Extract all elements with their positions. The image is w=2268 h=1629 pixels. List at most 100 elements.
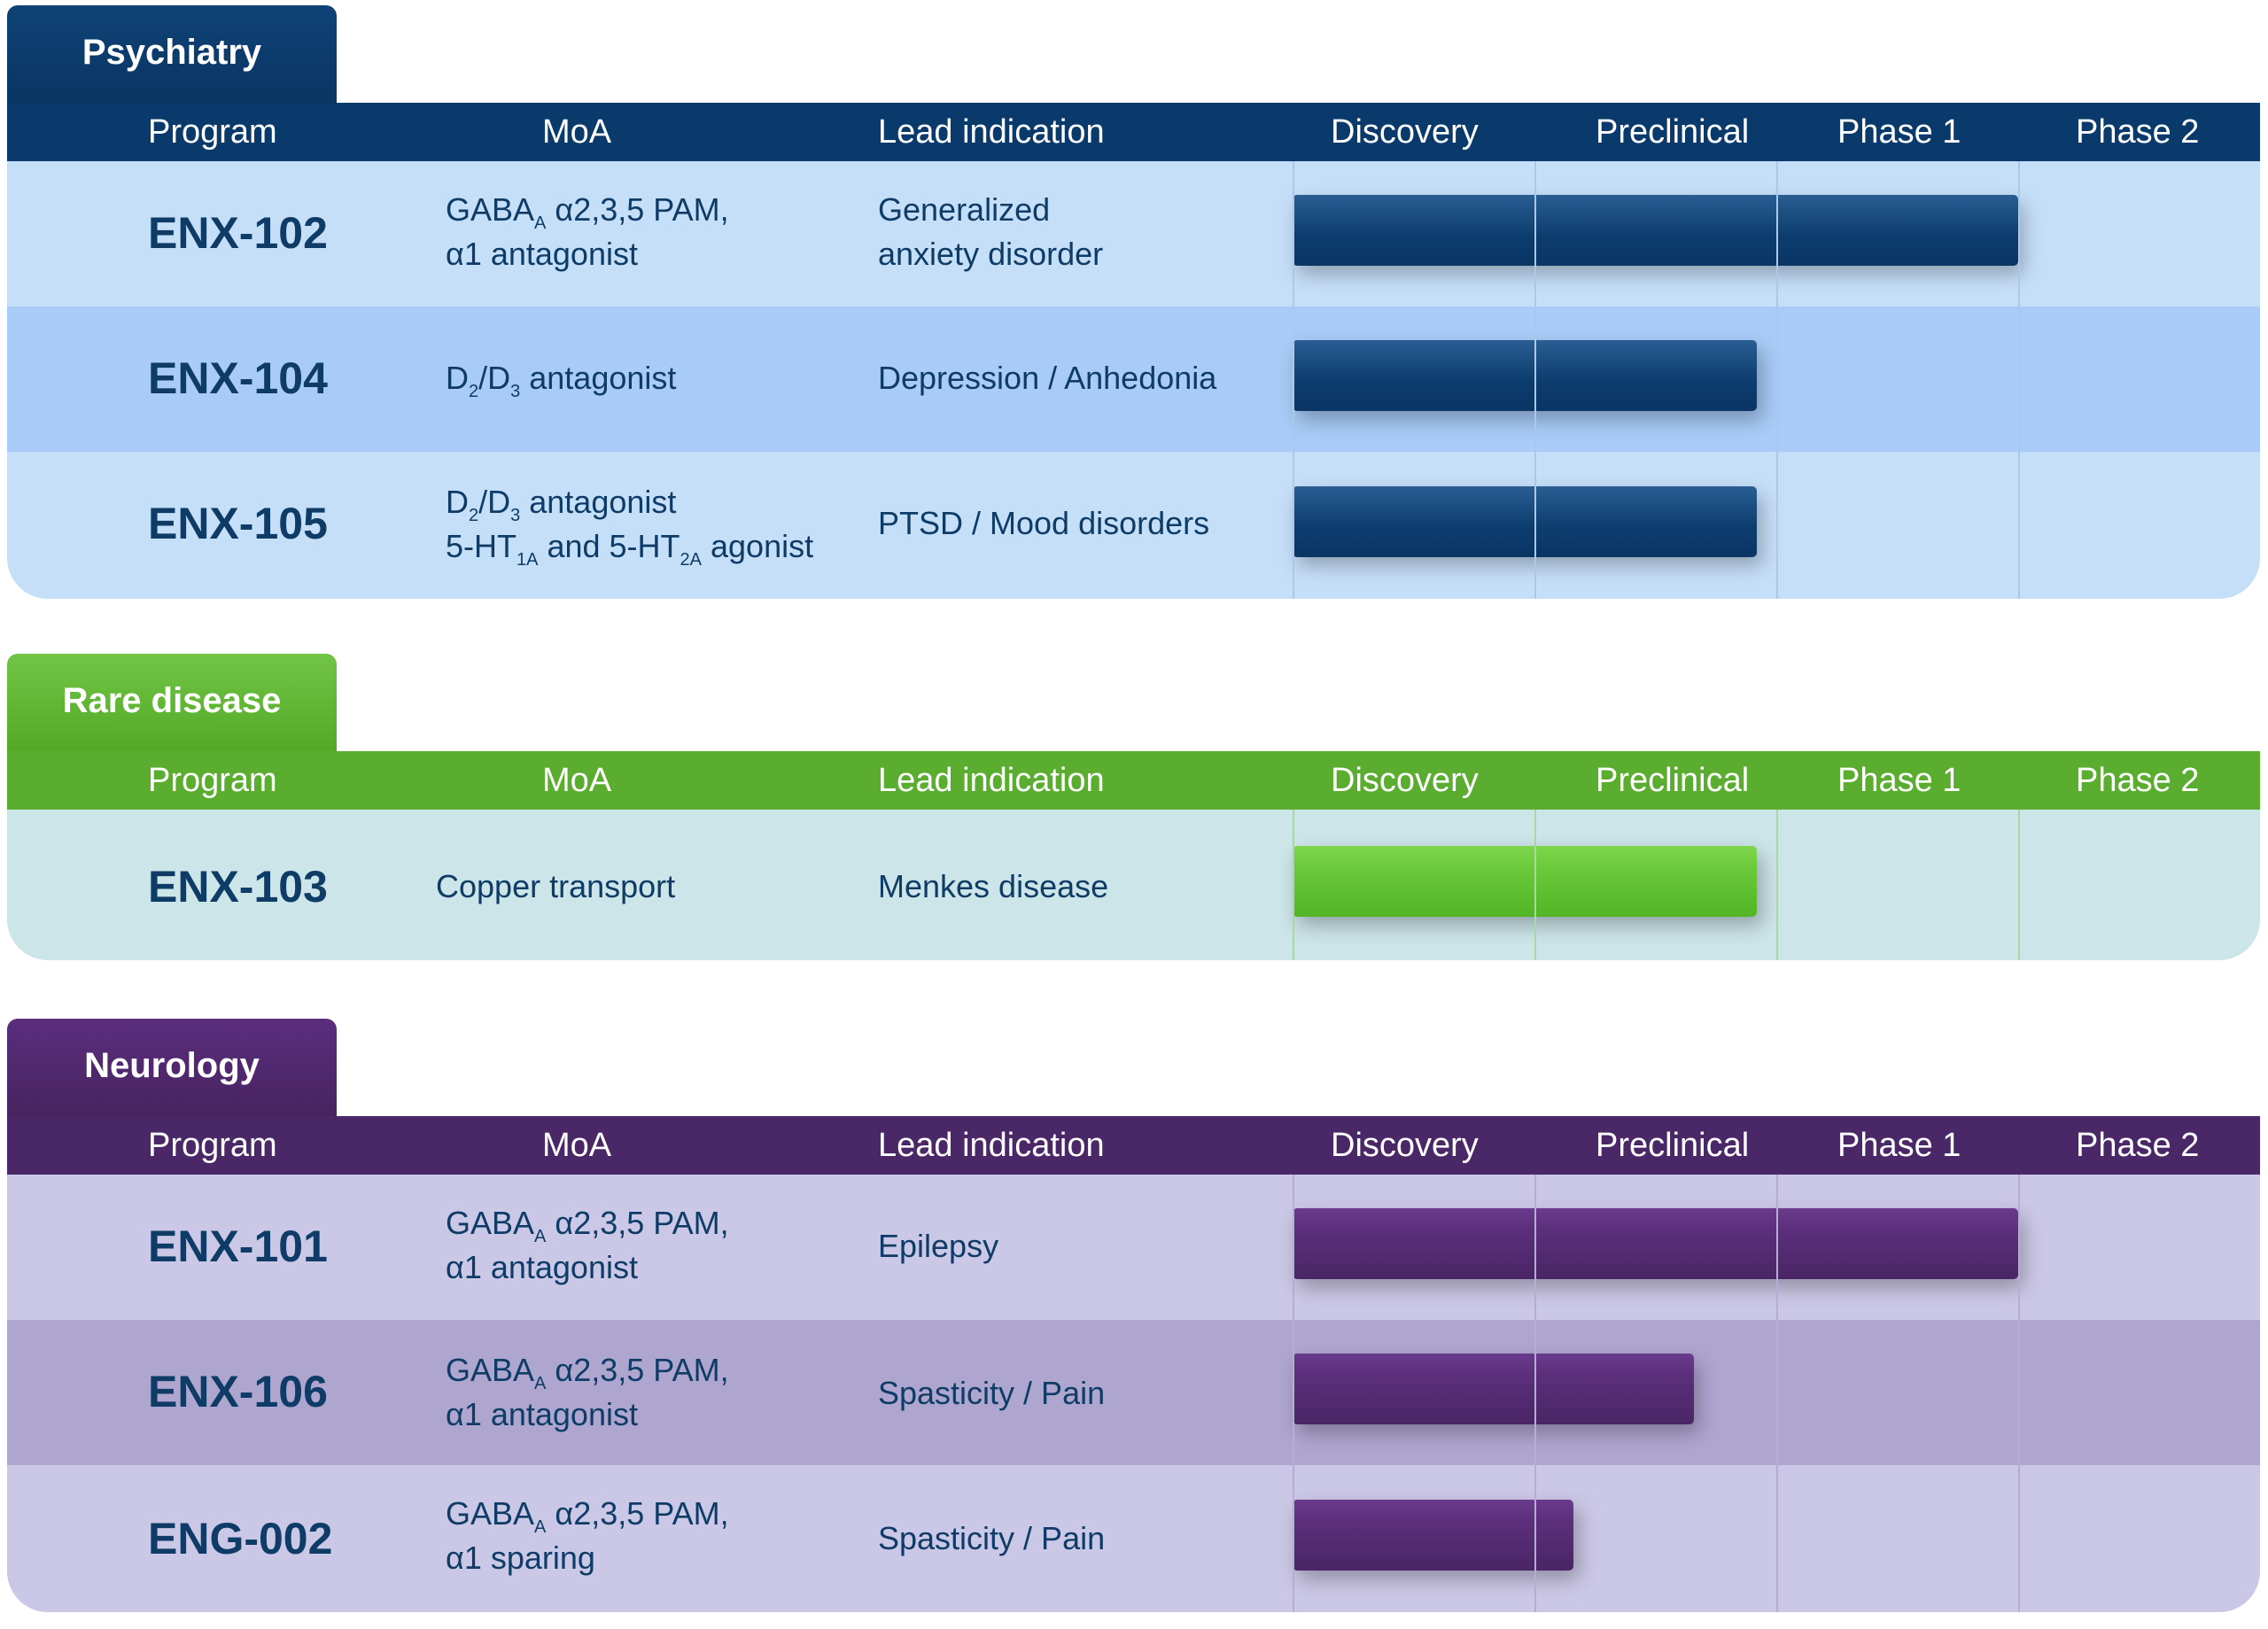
table-row: ENX-106 GABAA α2,3,5 PAM,α1 antagonist S… — [7, 1320, 2260, 1465]
column-header-program: Program — [148, 1127, 277, 1164]
section-body: ENX-103 Copper transport Menkes disease — [7, 810, 2260, 960]
column-header-discovery: Discovery — [1331, 1127, 1479, 1164]
indication-line: Generalized — [878, 191, 1051, 228]
column-header-discovery: Discovery — [1331, 113, 1479, 151]
section-neurology: Neurology Program MoA Lead indication Di… — [7, 1019, 2260, 1612]
moa-line: D2/D3 antagonist — [446, 484, 677, 525]
moa-line: α1 sparing — [446, 1540, 595, 1576]
moa-line: α1 antagonist — [446, 1249, 638, 1285]
column-header-bar: Program MoA Lead indication Discovery Pr… — [7, 103, 2260, 161]
column-header-moa: MoA — [542, 762, 612, 799]
progress-bar — [1293, 846, 1757, 917]
phase-divider — [1776, 1175, 1778, 1612]
indication-text: Epilepsy — [878, 1224, 998, 1268]
column-header-bar: Program MoA Lead indication Discovery Pr… — [7, 751, 2260, 810]
program-name: ENX-101 — [148, 1222, 328, 1271]
moa-text: D2/D3 antagonist — [446, 356, 676, 400]
moa-line: D2/D3 antagonist — [446, 360, 677, 401]
column-header-phase1: Phase 1 — [1837, 113, 1961, 151]
section-tab: Psychiatry — [7, 5, 337, 105]
table-row: ENX-101 GABAA α2,3,5 PAM,α1 antagonist E… — [7, 1175, 2260, 1320]
phase-divider — [1534, 810, 1536, 960]
indication-text: Menkes disease — [878, 865, 1108, 909]
table-row: ENX-103 Copper transport Menkes disease — [7, 810, 2260, 960]
moa-line: Copper transport — [436, 868, 676, 904]
program-name: ENX-102 — [148, 208, 328, 258]
section-tab: Rare disease — [7, 654, 337, 753]
column-header-bar: Program MoA Lead indication Discovery Pr… — [7, 1116, 2260, 1175]
progress-bar — [1293, 1500, 1573, 1571]
phase-divider — [1534, 1175, 1536, 1612]
column-header-phase2: Phase 2 — [2076, 113, 2200, 151]
table-row: ENX-102 GABAA α2,3,5 PAM,α1 antagonist G… — [7, 161, 2260, 306]
column-header-phase1: Phase 1 — [1837, 1127, 1961, 1164]
section-psychiatry: Psychiatry Program MoA Lead indication D… — [7, 5, 2260, 599]
moa-line: GABAA α2,3,5 PAM, — [446, 1205, 729, 1246]
section-body: ENX-101 GABAA α2,3,5 PAM,α1 antagonist E… — [7, 1175, 2260, 1612]
phase-divider — [1293, 161, 1294, 599]
moa-text: Copper transport — [436, 865, 675, 909]
column-header-preclinical: Preclinical — [1596, 762, 1750, 799]
column-header-program: Program — [148, 113, 277, 151]
indication-text: PTSD / Mood disorders — [878, 501, 1209, 546]
indication-text: Depression / Anhedonia — [878, 356, 1216, 400]
moa-line: GABAA α2,3,5 PAM, — [446, 191, 729, 233]
progress-bar — [1293, 486, 1757, 557]
indication-line: Spasticity / Pain — [878, 1520, 1106, 1556]
progress-bar — [1293, 340, 1757, 411]
moa-text: GABAA α2,3,5 PAM,α1 antagonist — [446, 188, 729, 276]
table-row: ENG-002 GABAA α2,3,5 PAM,α1 sparing Spas… — [7, 1465, 2260, 1612]
column-header-phase2: Phase 2 — [2076, 1127, 2200, 1164]
column-header-phase2: Phase 2 — [2076, 762, 2200, 799]
indication-text: Spasticity / Pain — [878, 1517, 1105, 1561]
progress-bar — [1293, 195, 2018, 266]
column-header-phase1: Phase 1 — [1837, 762, 1961, 799]
indication-text: Generalized anxiety disorder — [878, 188, 1103, 276]
indication-text: Spasticity / Pain — [878, 1371, 1105, 1416]
phase-divider — [1534, 161, 1536, 599]
indication-line: Spasticity / Pain — [878, 1375, 1106, 1411]
program-name: ENX-105 — [148, 499, 328, 548]
moa-text: GABAA α2,3,5 PAM,α1 antagonist — [446, 1201, 729, 1290]
moa-text: GABAA α2,3,5 PAM,α1 sparing — [446, 1492, 729, 1580]
program-name: ENX-103 — [148, 862, 328, 911]
phase-divider — [1776, 161, 1778, 599]
indication-line: Menkes disease — [878, 868, 1109, 904]
phase-divider — [2018, 161, 2020, 599]
phase-divider — [1776, 810, 1778, 960]
moa-line: GABAA α2,3,5 PAM, — [446, 1495, 729, 1537]
moa-line: 5-HT1A and 5-HT2A agonist — [446, 528, 814, 570]
indication-line: anxiety disorder — [878, 236, 1104, 272]
program-name: ENG-002 — [148, 1514, 333, 1563]
column-header-preclinical: Preclinical — [1596, 1127, 1750, 1164]
indication-line: Epilepsy — [878, 1228, 999, 1264]
phase-divider — [1293, 810, 1294, 960]
moa-line: α1 antagonist — [446, 1396, 638, 1432]
indication-line: PTSD / Mood disorders — [878, 505, 1210, 541]
program-name: ENX-106 — [148, 1367, 328, 1416]
column-header-indication: Lead indication — [878, 113, 1105, 151]
section-body: ENX-102 GABAA α2,3,5 PAM,α1 antagonist G… — [7, 161, 2260, 599]
program-name: ENX-104 — [148, 353, 328, 403]
moa-line: GABAA α2,3,5 PAM, — [446, 1352, 729, 1393]
progress-bar — [1293, 1208, 2018, 1279]
section-rare-disease: Rare disease Program MoA Lead indication… — [7, 654, 2260, 960]
moa-line: α1 antagonist — [446, 236, 638, 272]
phase-divider — [2018, 810, 2020, 960]
column-header-discovery: Discovery — [1331, 762, 1479, 799]
column-header-indication: Lead indication — [878, 762, 1105, 799]
indication-line: Depression / Anhedonia — [878, 360, 1217, 396]
column-header-moa: MoA — [542, 1127, 612, 1164]
column-header-indication: Lead indication — [878, 1127, 1105, 1164]
column-header-program: Program — [148, 762, 277, 799]
section-tab: Neurology — [7, 1019, 337, 1118]
phase-divider — [2018, 1175, 2020, 1612]
column-header-moa: MoA — [542, 113, 612, 151]
progress-bar — [1293, 1354, 1694, 1424]
table-row: ENX-104 D2/D3 antagonist Depression / An… — [7, 306, 2260, 452]
phase-divider — [1293, 1175, 1294, 1612]
moa-text: GABAA α2,3,5 PAM,α1 antagonist — [446, 1348, 729, 1437]
column-header-preclinical: Preclinical — [1596, 113, 1750, 151]
